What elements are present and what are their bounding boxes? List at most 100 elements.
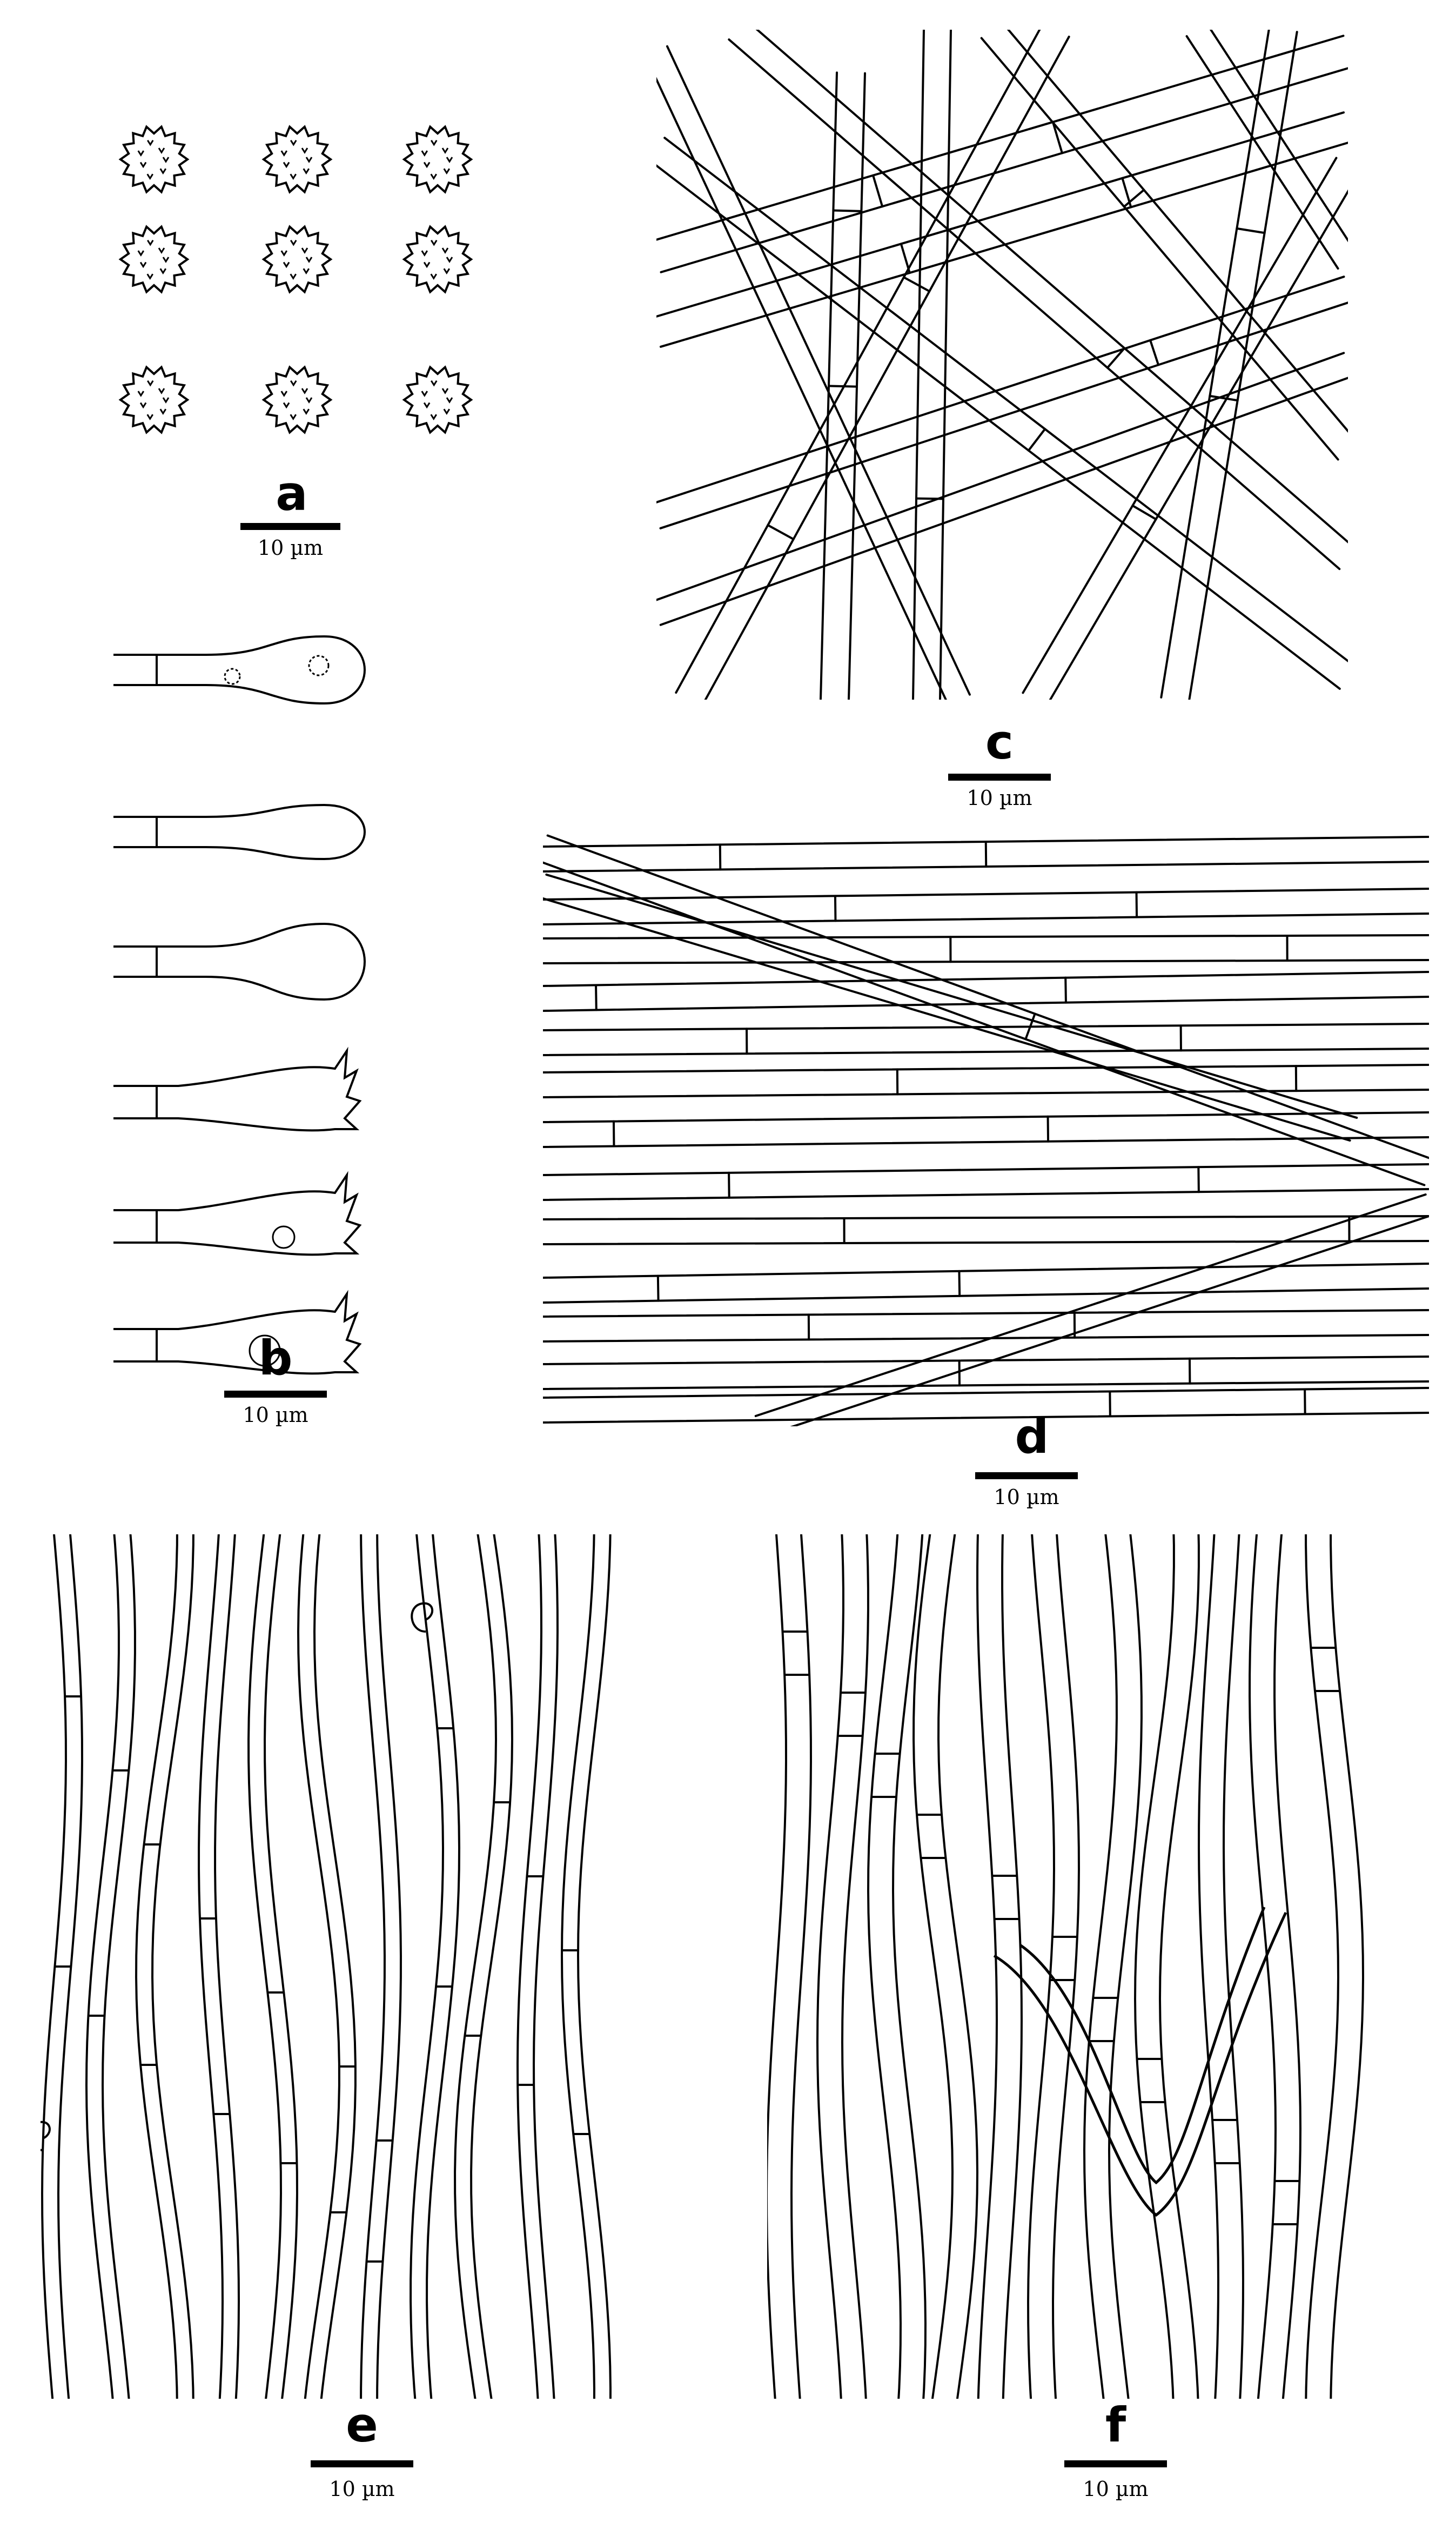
hypha-wall xyxy=(892,1534,927,2399)
hypha-wall xyxy=(543,1136,1429,1148)
hypha xyxy=(656,45,971,700)
hypha xyxy=(656,35,1348,273)
septum xyxy=(984,841,988,868)
hypha-wall xyxy=(543,1048,1429,1056)
hypha-wall xyxy=(543,1334,1429,1343)
spore-ornament xyxy=(162,157,170,163)
spore-ornament xyxy=(443,168,451,175)
oil-drop xyxy=(249,1334,281,1367)
scale-text-a: 10 µm xyxy=(257,536,324,560)
hypha-wall xyxy=(1083,1534,1118,2399)
spore-ornament xyxy=(290,239,297,246)
basidiole xyxy=(113,635,366,705)
septum xyxy=(1197,1166,1200,1193)
hypha-wall xyxy=(576,1534,612,2399)
hypha xyxy=(912,30,952,700)
spore-ornament xyxy=(430,414,438,420)
scale-text-b: 10 µm xyxy=(243,1403,308,1427)
hypha-wall xyxy=(151,1534,194,2399)
hypha-wall xyxy=(675,30,1041,694)
hypha-wall xyxy=(790,1534,812,2399)
basidium xyxy=(113,1290,362,1375)
spore-ornament xyxy=(146,173,154,180)
hypha-wall xyxy=(1022,157,1338,694)
panel-label-d: d xyxy=(1015,1408,1049,1464)
septum xyxy=(1027,428,1046,452)
panel-label-a: a xyxy=(276,466,308,521)
spore-ornament xyxy=(430,273,438,280)
spore-ornament xyxy=(280,150,288,157)
hypha-wall xyxy=(543,1023,1429,1031)
spore-ornament xyxy=(139,261,147,269)
hypha-wall xyxy=(656,35,1345,241)
hypha-wall xyxy=(543,912,1429,925)
hypha-wall xyxy=(470,1534,513,2399)
hypha-wall xyxy=(660,67,1348,273)
spore-outline xyxy=(261,125,333,194)
hypha xyxy=(543,1309,1429,1343)
hypha-wall xyxy=(545,873,1358,1119)
hypha-wall xyxy=(867,1534,902,2399)
septum xyxy=(1123,189,1145,208)
hyphae-d-drawing xyxy=(543,834,1429,1426)
panel-label-b: b xyxy=(258,1330,293,1386)
oil-drop xyxy=(224,668,241,685)
spore-ornament xyxy=(430,239,438,246)
spore-ornament xyxy=(137,250,145,257)
hypha-wall xyxy=(533,1534,559,2399)
hypha-wall xyxy=(560,1534,595,2399)
hypha-wall xyxy=(1273,1534,1302,2399)
spore-ornament xyxy=(443,408,451,415)
hypha-wall xyxy=(728,38,1341,571)
hypha-wall xyxy=(841,1534,869,2399)
hypha-wall xyxy=(1049,189,1348,700)
hypha xyxy=(543,1387,1429,1424)
hypha-wall xyxy=(1185,35,1339,270)
spore-ornament xyxy=(446,257,453,263)
panel-a-spores xyxy=(97,97,508,465)
spore-ornament xyxy=(162,257,170,263)
spore-outline xyxy=(118,225,190,294)
septum xyxy=(1149,339,1160,366)
basidiole xyxy=(113,803,366,861)
hypha-wall xyxy=(1188,31,1298,700)
hypha-wall xyxy=(543,1089,1429,1098)
septum xyxy=(1106,347,1126,369)
hypha-wall xyxy=(912,1534,954,2399)
spore xyxy=(402,225,473,294)
hyphae-c-drawing xyxy=(656,30,1348,700)
spore-ornament xyxy=(423,402,431,409)
hypha-wall xyxy=(426,1534,460,2399)
spore-ornament xyxy=(303,268,310,274)
hypha-wall xyxy=(1198,1534,1219,2399)
hypha-wall xyxy=(1108,1534,1143,2399)
hypha-wall xyxy=(41,1534,67,2399)
hypha xyxy=(1022,157,1348,700)
spore-ornament xyxy=(430,173,438,180)
spore-ornament xyxy=(290,273,297,280)
spore xyxy=(402,365,473,434)
hypha-wall xyxy=(247,1534,282,2399)
hypha-wall xyxy=(214,1534,240,2399)
hypha-wall xyxy=(543,1064,1429,1073)
spore-ornament xyxy=(146,380,154,387)
septum xyxy=(902,276,931,293)
hypha-wall xyxy=(85,1534,120,2399)
hypha xyxy=(754,1193,1429,1426)
basidium xyxy=(113,1171,362,1256)
hypha-wall xyxy=(264,1534,298,2399)
hypha-wall xyxy=(135,1534,178,2399)
spore xyxy=(261,365,333,434)
spore-ornament xyxy=(146,139,154,146)
spore-ornament xyxy=(305,397,313,404)
hypha-wall xyxy=(980,37,1339,461)
oil-drop xyxy=(308,655,330,676)
spore xyxy=(118,225,190,294)
hypha xyxy=(820,71,866,700)
panel-b-basidia xyxy=(97,627,508,1437)
scale-bar-b xyxy=(224,1391,327,1398)
hypha xyxy=(543,836,1429,873)
hypha-wall xyxy=(543,1188,1429,1201)
hypha-wall xyxy=(543,1240,1429,1245)
hypha-wall xyxy=(912,30,925,700)
